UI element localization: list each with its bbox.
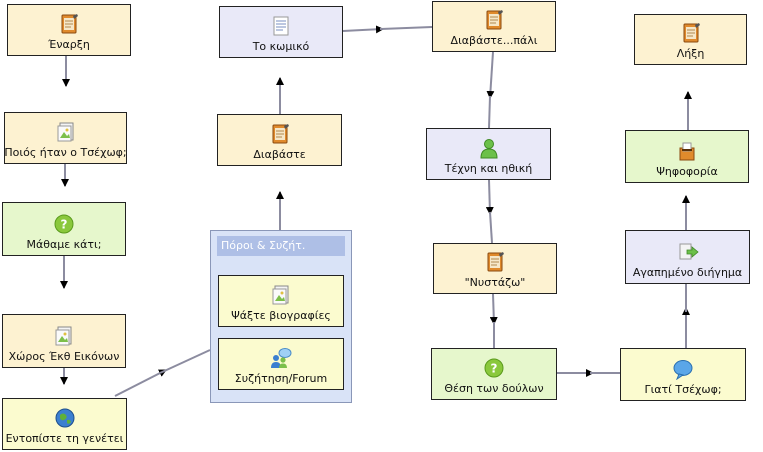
question-bubble-icon <box>483 357 505 379</box>
ballot-box-icon <box>676 140 698 162</box>
node-art-ethics-label: Τέχνη και ηθική <box>444 162 533 175</box>
resources-group[interactable]: Πόροι & Συζήτ. Ψάξτε βιογραφίες Συζήτηση… <box>210 230 352 403</box>
edge-comic-readagain <box>342 25 384 34</box>
node-read-again[interactable]: Διαβάστε...πάλι <box>432 1 556 52</box>
node-bios-label: Ψάξτε βιογραφίες <box>231 309 331 322</box>
image-document-icon <box>53 325 75 347</box>
globe-icon <box>54 407 76 429</box>
people-chat-icon <box>270 347 292 369</box>
node-gallery[interactable]: Χώρος Έκθ Εικόνων <box>2 314 126 368</box>
node-slaves[interactable]: Θέση των δούλων <box>431 348 557 400</box>
node-art-ethics[interactable]: Τέχνη και ηθική <box>426 128 551 180</box>
node-dozing[interactable]: "Νυστάζω" <box>433 243 557 294</box>
edge-comic-readagain-tail <box>379 26 433 30</box>
edge-readagain-art <box>486 51 495 99</box>
edge-locate-group-tail <box>159 349 211 374</box>
node-start-label: Έναρξη <box>48 38 90 51</box>
node-voting-label: Ψηφοφορία <box>656 165 718 178</box>
text-document-icon <box>270 15 292 37</box>
image-document-icon <box>55 121 77 143</box>
node-slaves-label: Θέση των δούλων <box>444 382 544 395</box>
notepad-pencil-icon <box>58 13 80 35</box>
edge-art-dozing-tail <box>489 211 493 244</box>
node-favorite-story[interactable]: Αγαπημένο διήγημα <box>625 230 750 284</box>
node-bios[interactable]: Ψάξτε βιογραφίες <box>218 275 344 327</box>
question-bubble-icon <box>53 213 75 235</box>
node-who-was-label: Ποιός ήταν ο Τσέχωφ; <box>4 146 127 159</box>
node-learned[interactable]: Μάθαμε κάτι; <box>2 202 126 256</box>
node-voting[interactable]: Ψηφοφορία <box>625 130 749 183</box>
node-start[interactable]: Έναρξη <box>7 4 131 56</box>
node-learned-label: Μάθαμε κάτι; <box>26 238 102 251</box>
node-comic[interactable]: Το κωμικό <box>219 6 343 58</box>
resources-group-title: Πόροι & Συζήτ. <box>217 236 345 256</box>
node-forum[interactable]: Συζήτηση/Forum <box>218 338 344 390</box>
node-read1-label: Διαβάστε <box>253 148 306 161</box>
node-why-chekhov-label: Γιατί Τσέχωφ; <box>644 383 722 396</box>
node-dozing-label: "Νυστάζω" <box>464 276 526 289</box>
edge-readagain-art-tail <box>488 95 491 129</box>
node-comic-label: Το κωμικό <box>252 40 310 53</box>
node-forum-label: Συζήτηση/Forum <box>234 372 328 385</box>
node-why-chekhov[interactable]: Γιατί Τσέχωφ; <box>620 348 746 401</box>
node-locate-label: Εντοπίστε τη γενέτει <box>5 432 124 445</box>
node-gallery-label: Χώρος Έκθ Εικόνων <box>8 350 120 363</box>
image-document-icon <box>270 284 292 306</box>
notepad-pencil-icon <box>484 251 506 273</box>
edge-dozing-slaves <box>489 293 498 325</box>
node-favorite-story-label: Αγαπημένο διήγημα <box>632 266 743 279</box>
document-arrow-icon <box>677 241 699 263</box>
node-who-was[interactable]: Ποιός ήταν ο Τσέχωφ; <box>4 112 127 164</box>
node-read1[interactable]: Διαβάστε <box>217 114 342 166</box>
node-end-label: Λήξη <box>676 47 705 60</box>
node-locate[interactable]: Εντοπίστε τη γενέτει <box>2 398 127 450</box>
notepad-pencil-icon <box>483 9 505 31</box>
node-end[interactable]: Λήξη <box>634 14 747 65</box>
notepad-pencil-icon <box>269 123 291 145</box>
edge-locate-group <box>114 369 167 397</box>
node-read-again-label: Διαβάστε...πάλι <box>450 34 538 47</box>
edge-art-dozing <box>485 179 494 215</box>
person-icon <box>478 137 500 159</box>
speech-bubble-icon <box>672 358 694 380</box>
notepad-pencil-icon <box>680 22 702 44</box>
